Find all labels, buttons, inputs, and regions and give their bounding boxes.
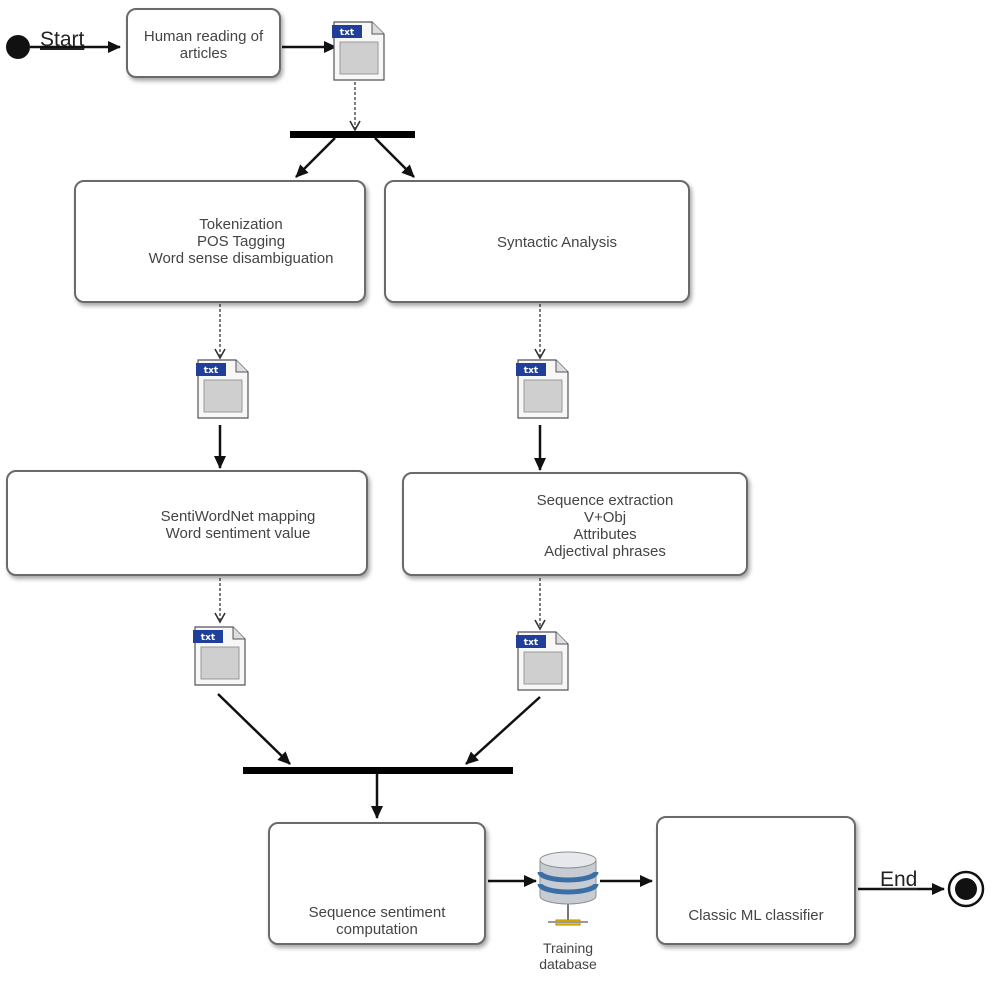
label-line: Adjectival phrases [544, 543, 666, 560]
file-type-tag: txt [201, 633, 216, 643]
label-line: Human reading of [143, 28, 264, 45]
txt-file-icon: txt [332, 21, 385, 81]
file-type-tag: txt [204, 366, 219, 376]
start-label: Start [40, 28, 85, 51]
join-bar-bottom [243, 767, 513, 774]
label-line: Syntactic Analysis [496, 234, 618, 251]
txt-file-icon: txt [516, 631, 569, 691]
label-line: database [539, 956, 597, 972]
label-line: Word sense disambiguation [148, 250, 334, 267]
label-line: Word sentiment value [165, 525, 311, 542]
txt-file-icon: txt [516, 359, 569, 419]
label-line: SentiWordNet mapping [160, 508, 316, 525]
classifier-box[interactable]: Classic ML classifier [656, 816, 856, 945]
txt-file-icon: txt [193, 626, 246, 686]
label-line: computation [336, 921, 418, 938]
label-line: V+Obj [583, 509, 627, 526]
flow-txt-right-to-join [465, 696, 541, 765]
start-node [6, 35, 30, 59]
label-line: Sequence sentiment [308, 904, 446, 921]
syntactic-box[interactable]: Syntactic Analysis [384, 180, 690, 303]
database-icon [537, 851, 599, 926]
label-line: Sequence extraction [536, 492, 674, 509]
txt-file-icon: txt [196, 359, 249, 419]
label-line: Attributes [573, 526, 637, 543]
label-line: articles [179, 45, 228, 62]
label-line: Training [542, 940, 594, 956]
file-type-tag: txt [524, 638, 539, 648]
flow-fork-to-syntactic [374, 137, 415, 178]
file-type-tag: txt [524, 366, 539, 376]
label-line: Classic ML classifier [688, 907, 824, 924]
classifier-label: Classic ML classifier [658, 907, 854, 924]
file-type-tag: txt [340, 28, 355, 38]
flow-txt-left-to-join [217, 693, 291, 765]
label-line: Tokenization [199, 216, 283, 233]
end-label: End [880, 868, 918, 891]
end-node [955, 878, 977, 900]
label-line: POS Tagging [196, 233, 286, 250]
fork-bar-top [290, 131, 415, 138]
flow-fork-to-tokenization [295, 137, 336, 178]
syntactic-label: Syntactic Analysis [426, 234, 688, 251]
